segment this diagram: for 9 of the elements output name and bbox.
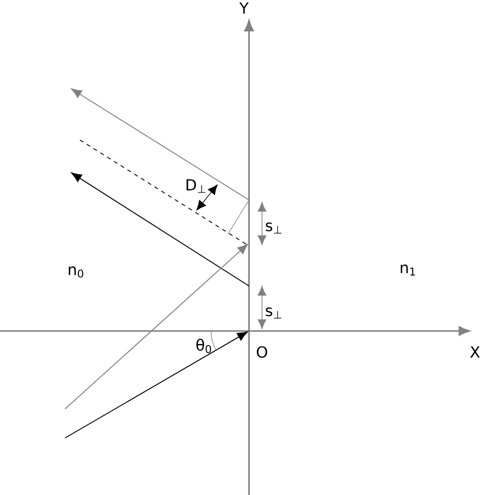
- axis-label: D$_{⊥}$: [186, 179, 206, 193]
- axis-label: Y: [239, 2, 249, 14]
- axis-label: n$_{1}$: [400, 264, 415, 276]
- axis-label: θ$_{0}$: [196, 338, 212, 354]
- axis-label: n$_{0}$: [68, 266, 84, 278]
- axis-label: X: [470, 346, 480, 358]
- axis-label: O: [256, 346, 268, 358]
- axis-label: s$_{⊥}$: [266, 308, 282, 318]
- axis-label: s$_{⊥}$: [266, 222, 282, 234]
